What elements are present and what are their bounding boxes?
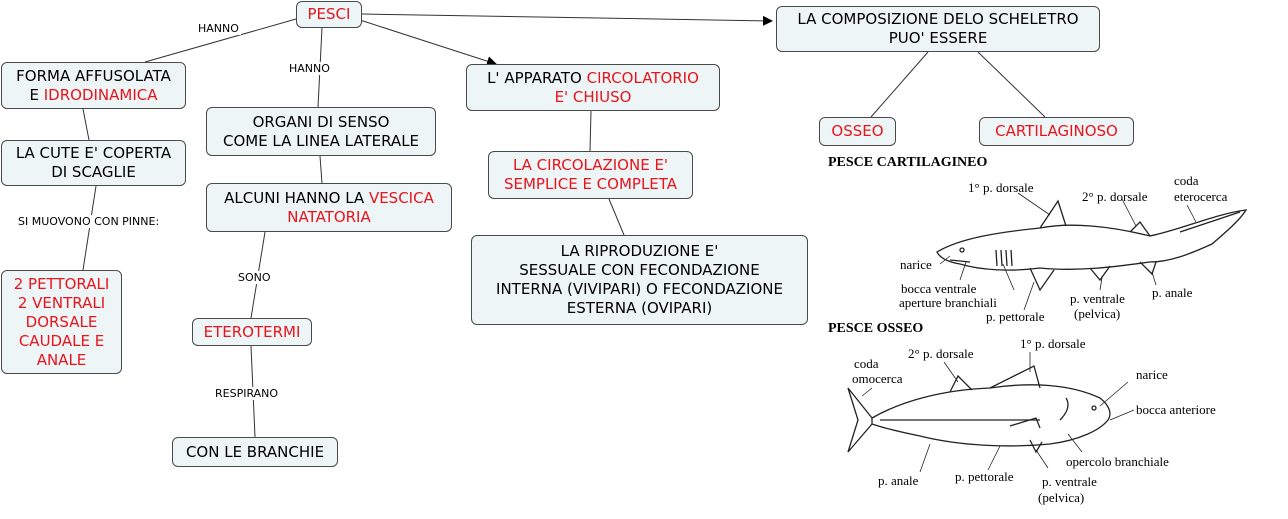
link-pesci-forma [144,18,297,63]
link-label-respirano: RESPIRANO [213,387,281,400]
link-pesci-composizione [361,13,773,26]
fig-label-coda-type: eterocerca [1174,189,1228,204]
node-forma-line1: FORMA AFFUSOLATA [16,66,171,85]
node-composizione-line2: PUO' ESSERE [888,29,988,47]
node-circolazione-line1: LA CIRCOLAZIONE E' [512,156,669,174]
bony-fish-drawing [847,365,1111,454]
node-cute-line1: LA CUTE E' COPERTA [15,144,172,162]
link-organi-vescica [319,155,323,184]
fig-label-opercolo: opercolo branchiale [1066,454,1169,469]
figure-title-cartilagineo: PESCE CARTILAGINEO [828,155,988,170]
link-label-sono: SONO [236,271,273,284]
node-forma-line2: E IDRODINAMICA [29,86,157,105]
node-apparato-line1-black: L' APPARATO [487,68,587,87]
node-vescica-line1-black: ALCUNI HANNO LA [224,188,369,207]
fig-label-dorsale1: 1° p. dorsale [968,180,1034,195]
node-cute-line2: DI SCAGLIE [51,163,136,181]
fig-label-coda: coda [854,356,879,371]
node-vescica-line2: NATATORIA [287,207,371,226]
link-composizione-cartilaginoso [977,51,1046,118]
tuna-body-icon [871,384,1111,447]
node-forma-line2-red: IDRODINAMICA [43,85,158,104]
node-cute[interactable]: LA CUTE E' COPERTA DI SCAGLIE [1,140,186,186]
shark-body-icon [936,209,1248,271]
fig-label-pettorale: p. pettorale [986,309,1045,324]
node-vescica-line1: ALCUNI HANNO LA VESCICA [224,189,434,208]
node-composizione[interactable]: LA COMPOSIZIONE DELO SCHELETRO PUO' ESSE… [776,6,1100,52]
link-pesci-apparato [359,19,497,66]
link-circolazione-riproduzione [608,198,625,236]
node-osseo-text: OSSEO [831,122,884,140]
node-eterotermi[interactable]: ETEROTERMI [192,318,312,346]
node-pinne-line: ANALE [36,350,87,369]
node-apparato-line1: L' APPARATO CIRCOLATORIO [487,69,699,88]
fig-label-ventrale-pelvica: (pelvica) [1074,306,1121,321]
node-riproduzione-line: INTERNA (VIVIPARI) O FECONDAZIONE [496,280,783,298]
node-vescica[interactable]: ALCUNI HANNO LA VESCICA NATATORIA [206,183,452,232]
link-composizione-osseo [870,51,929,118]
fig-label-ventrale: p. ventrale [1070,291,1125,306]
figure-title-osseo: PESCE OSSEO [828,321,924,336]
link-forma-cute [82,108,90,141]
node-pinne-line: 2 PETTORALI [13,274,110,293]
node-pinne-line: 2 VENTRALI [17,293,106,312]
fig-label-bocca: bocca anteriore [1136,402,1216,417]
node-apparato[interactable]: L' APPARATO CIRCOLATORIO E' CHIUSO [466,64,720,111]
link-label-hanno: HANNO [287,62,332,75]
fig-label-coda-type: omocerca [852,371,903,386]
node-eterotermi-text: ETEROTERMI [203,322,301,341]
node-apparato-line2: E' CHIUSO [554,87,632,106]
fig-label-dorsale1: 1° p. dorsale [1020,336,1086,351]
node-circolazione-line2: SEMPLICE E COMPLETA [503,175,678,193]
node-forma-line2-black: E [29,85,44,104]
node-pinne[interactable]: 2 PETTORALI 2 VENTRALI DORSALE CAUDALE E… [1,270,122,374]
link-apparato-circolazione [589,110,592,152]
node-cartilaginoso-text: CARTILAGINOSO [995,122,1118,140]
node-branchie-text: CON LE BRANCHIE [185,442,325,461]
fig-label-anale: p. anale [878,473,919,488]
node-cartilaginoso[interactable]: CARTILAGINOSO [979,117,1134,146]
node-vescica-line1-red: VESCICA [368,188,434,207]
node-osseo[interactable]: OSSEO [819,117,896,146]
node-pesci-text: PESCI [307,5,351,23]
fig-label-coda: coda [1174,173,1199,188]
node-organi[interactable]: ORGANI DI SENSO COME LA LINEA LATERALE [206,107,436,156]
fig-label-anale: p. anale [1152,285,1193,300]
node-pinne-line: CAUDALE E [18,331,105,350]
node-composizione-line1: LA COMPOSIZIONE DELO SCHELETRO [797,10,1079,28]
fig-label-bocca: bocca ventrale [901,281,977,296]
fig-label-ventrale: p. ventrale [1042,474,1097,489]
fig-label-dorsale2: 2° p. dorsale [1082,189,1148,204]
link-label-hanno: HANNO [196,22,241,35]
node-riproduzione-line: SESSUALE CON FECONDAZIONE [519,261,760,279]
fig-label-narice: narice [1136,367,1168,382]
fig-label-aperture: aperture branchiali [899,295,997,310]
node-circolazione[interactable]: LA CIRCOLAZIONE E' SEMPLICE E COMPLETA [488,151,693,199]
cartilaginous-fish-pointers [939,192,1197,311]
bony-fish-pointers [861,352,1135,473]
node-organi-line1: ORGANI DI SENSO [252,112,390,131]
node-riproduzione[interactable]: LA RIPRODUZIONE E' SESSUALE CON FECONDAZ… [471,235,808,325]
node-branchie[interactable]: CON LE BRANCHIE [172,437,338,467]
fig-label-pettorale: p. pettorale [955,469,1014,484]
fig-label-dorsale2: 2° p. dorsale [908,346,974,361]
node-riproduzione-line: ESTERNA (OVIPARI) [566,299,713,317]
node-pinne-line: DORSALE [25,312,98,331]
node-pesci[interactable]: PESCI [296,1,362,28]
fig-label-ventrale-pelvica: (pelvica) [1038,490,1085,505]
link-cute-pinne [82,185,97,271]
node-organi-line2: COME LA LINEA LATERALE [222,131,420,150]
node-apparato-line1-red: CIRCOLATORIO [586,68,699,87]
cartilaginous-fish-drawing [936,199,1248,292]
node-riproduzione-line: LA RIPRODUZIONE E' [560,242,719,260]
node-forma[interactable]: FORMA AFFUSOLATA E IDRODINAMICA [1,62,186,109]
link-label-si-muovono: SI MUOVONO CON PINNE: [16,215,162,228]
fig-label-narice: narice [900,257,932,272]
